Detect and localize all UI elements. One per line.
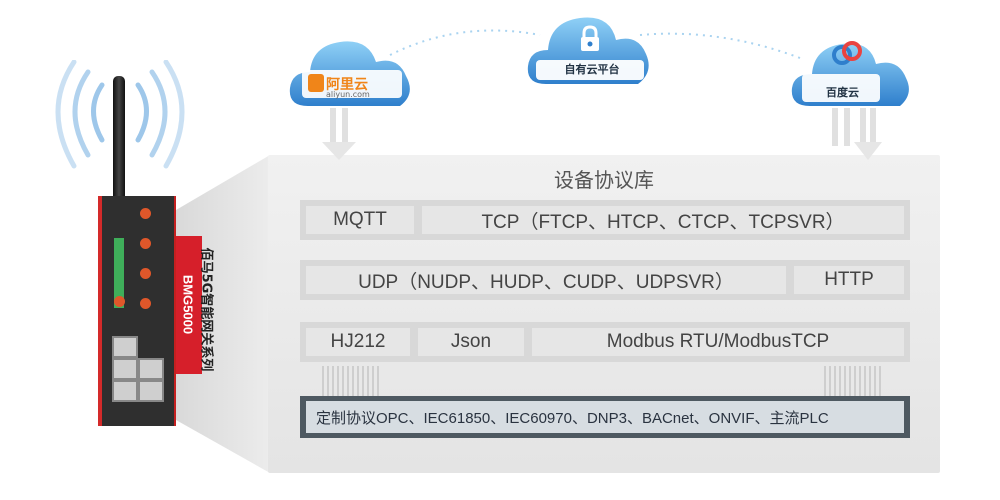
aliyun-label: 阿里云 xyxy=(326,77,368,93)
gateway-device xyxy=(98,196,176,426)
ethernet-port xyxy=(112,380,138,402)
down-arrow-icon xyxy=(832,108,882,160)
panel-title: 设备协议库 xyxy=(554,168,654,192)
protocol-cell: UDP（NUDP、HUDP、CUDP、UDPSVR） xyxy=(306,266,786,294)
protocol-cell: MQTT xyxy=(306,206,414,234)
sma-port xyxy=(140,268,151,279)
protocol-row: HJ212 Json Modbus RTU/ModbusTCP xyxy=(300,322,910,362)
cloud-aliyun xyxy=(289,41,410,106)
protocol-row: UDP（NUDP、HUDP、CUDP、UDPSVR） HTTP xyxy=(300,260,910,300)
signal-waves-icon xyxy=(55,60,185,169)
cloud-baidu xyxy=(791,43,909,106)
protocol-cell: TCP（FTCP、HTCP、CTCP、TCPSVR） xyxy=(422,206,904,234)
ethernet-port xyxy=(112,358,138,380)
flow-stripes xyxy=(322,366,382,396)
flow-stripes xyxy=(824,366,884,396)
sma-port xyxy=(114,296,125,307)
protocol-cell: Json xyxy=(418,328,524,356)
aliyun-sub: aliyun.com xyxy=(326,90,370,99)
sma-port xyxy=(140,238,151,249)
protocol-cell: HTTP xyxy=(794,266,904,294)
custom-protocol-text: 定制协议OPC、IEC61850、IEC60970、DNP3、BACnet、ON… xyxy=(306,401,904,433)
protocol-cell: HJ212 xyxy=(306,328,410,356)
protocol-row: MQTT TCP（FTCP、HTCP、CTCP、TCPSVR） xyxy=(300,200,910,240)
projection-cone xyxy=(176,155,270,473)
series-label: 佰马5G智能网关系列 xyxy=(198,247,214,372)
antenna xyxy=(113,76,125,204)
model-label-bg xyxy=(176,236,202,374)
sma-port xyxy=(140,208,151,219)
ethernet-port xyxy=(112,336,138,358)
protocol-cell: Modbus RTU/ModbusTCP xyxy=(532,328,904,356)
baidu-label: 百度云 xyxy=(826,86,859,99)
own-platform-label: 自有云平台 xyxy=(564,63,620,76)
model-label: BMG5000 xyxy=(180,274,196,335)
baidu-logo-icon xyxy=(832,41,862,65)
down-arrow-icon xyxy=(322,108,356,160)
terminal-block xyxy=(114,238,124,308)
ethernet-port xyxy=(138,380,164,402)
lock-icon xyxy=(581,25,599,51)
ethernet-port xyxy=(138,358,164,380)
sma-port xyxy=(140,298,151,309)
